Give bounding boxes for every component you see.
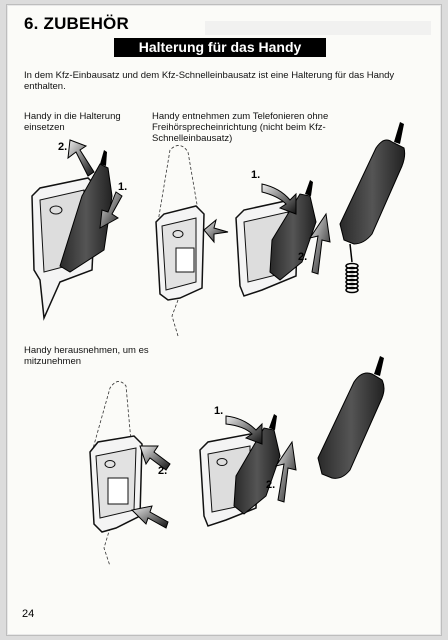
intro-paragraph: In dem Kfz-Einbausatz und dem Kfz-Schnel…: [24, 70, 395, 92]
arrow-left-up-icon: [139, 445, 171, 471]
illustration-take-out-holder: 2.: [89, 381, 171, 567]
faded-header-background: [205, 21, 431, 35]
page-number: 24: [22, 608, 35, 620]
step-label-1: 1.: [214, 405, 223, 417]
arrow-up-icon: [67, 139, 95, 177]
handy-phone: [233, 414, 281, 515]
chapter-title: 6. ZUBEHÖR: [24, 14, 129, 33]
holder-bracket: [155, 205, 205, 301]
caption-remove-for-call: Handy entnehmen zum Telefonieren ohne Fr…: [152, 111, 329, 144]
illustration-holder-empty: [155, 145, 229, 337]
handy-loose: [317, 356, 385, 479]
coiled-cable: [345, 262, 359, 294]
arrow-up-icon: [308, 212, 331, 275]
arrow-right-icon: [203, 218, 229, 244]
step-label-1: 1.: [118, 181, 127, 193]
section-title-bar: Halterung für das Handy: [114, 38, 326, 57]
step-label-2: 2.: [298, 251, 307, 263]
handy-with-cable: [339, 122, 406, 294]
illustration-insert: 2. 1.: [31, 139, 127, 321]
illustration-remove-for-call: 1. 2.: [235, 122, 406, 297]
handy-phone: [269, 180, 317, 281]
step-label-2: 2.: [158, 465, 167, 477]
arrow-curved-icon: [261, 183, 297, 215]
caption-insert-handy: Handy in die Halterung einsetzen: [24, 111, 121, 133]
step-label-1: 1.: [251, 169, 260, 181]
holder-bracket: [89, 435, 143, 533]
caption-take-out: Handy herausnehmen, um es mitzunehmen: [24, 345, 149, 367]
step-label-2: 2.: [58, 141, 67, 153]
arrow-up-icon: [274, 440, 297, 503]
arrow-curved-icon: [225, 415, 263, 445]
arrow-left-down-icon: [130, 505, 169, 529]
arrow-down-icon: [99, 191, 123, 229]
illustration-take-out-handy: 1. 2.: [199, 356, 385, 527]
handy-phone: [59, 150, 113, 273]
step-label-2: 2.: [266, 479, 275, 491]
manual-page: [6, 4, 442, 636]
